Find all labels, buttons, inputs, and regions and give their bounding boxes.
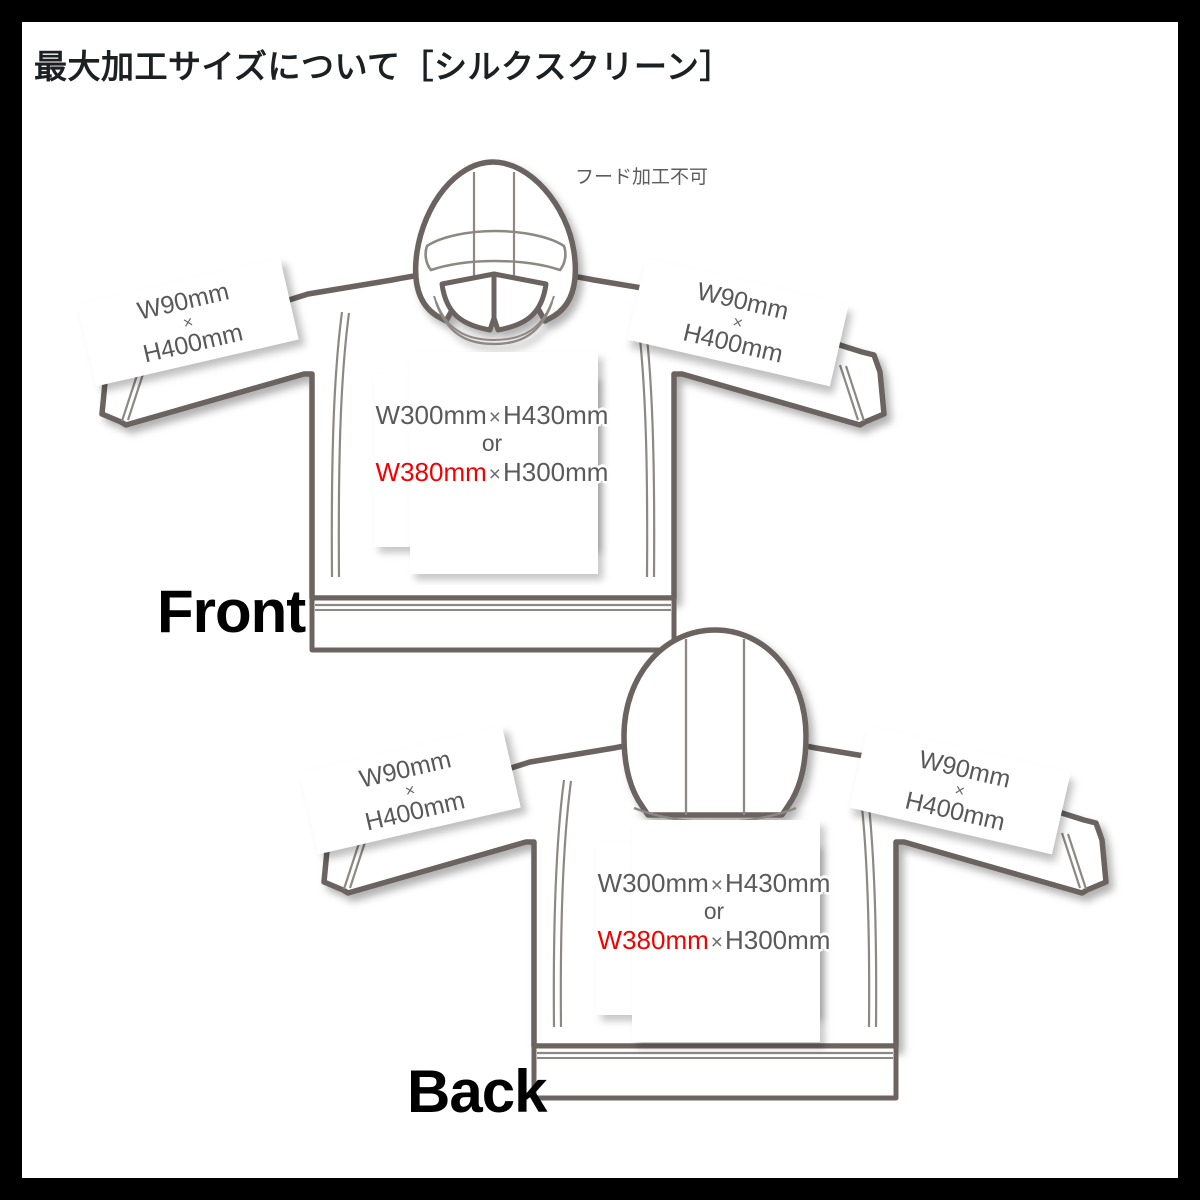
front-hood bbox=[412, 159, 579, 346]
front-view-caption: Front bbox=[157, 578, 306, 645]
times-icon: × bbox=[710, 874, 723, 897]
front-body-or: or bbox=[481, 430, 503, 457]
front-waistband bbox=[309, 595, 677, 653]
front-body-w2: W380mm bbox=[375, 456, 487, 487]
front-print-plate-tall bbox=[410, 352, 598, 574]
back-body-w2: W380mm bbox=[597, 924, 709, 955]
back-left-sleeve-label: W90mm × H400mm bbox=[299, 725, 521, 855]
back-right-sleeve-label: W90mm × H400mm bbox=[849, 725, 1071, 855]
back-body-w1: W300mm bbox=[597, 868, 709, 898]
front-body-h2: H300mm bbox=[502, 456, 609, 487]
back-waistband bbox=[531, 1043, 899, 1101]
back-body-h2: H300mm bbox=[724, 924, 831, 955]
front-left-sleeve-label: W90mm × H400mm bbox=[77, 257, 299, 387]
front-right-sleeve-label: W90mm × H400mm bbox=[627, 257, 849, 387]
back-hood bbox=[621, 627, 809, 824]
back-view-caption: Back bbox=[407, 1058, 547, 1125]
times-icon: × bbox=[710, 930, 723, 954]
back-body-or: or bbox=[703, 898, 725, 925]
front-body-h1: H430mm bbox=[502, 400, 609, 430]
front-body-w1: W300mm bbox=[375, 400, 487, 430]
times-icon: × bbox=[488, 462, 501, 486]
front-body-size-text: W300mm×H430mm or W380mm×H300mm bbox=[322, 400, 662, 487]
poster-canvas: 最大加工サイズについて［シルクスクリーン］ bbox=[22, 22, 1178, 1178]
back-body-size-text: W300mm×H430mm or W380mm×H300mm bbox=[544, 868, 884, 955]
page-title: 最大加工サイズについて［シルクスクリーン］ bbox=[34, 47, 733, 86]
back-body-h1: H430mm bbox=[724, 868, 831, 898]
back-print-plate-tall bbox=[632, 820, 820, 1042]
times-icon: × bbox=[488, 406, 501, 429]
hood-restriction-note: フード加工不可 bbox=[575, 166, 709, 188]
